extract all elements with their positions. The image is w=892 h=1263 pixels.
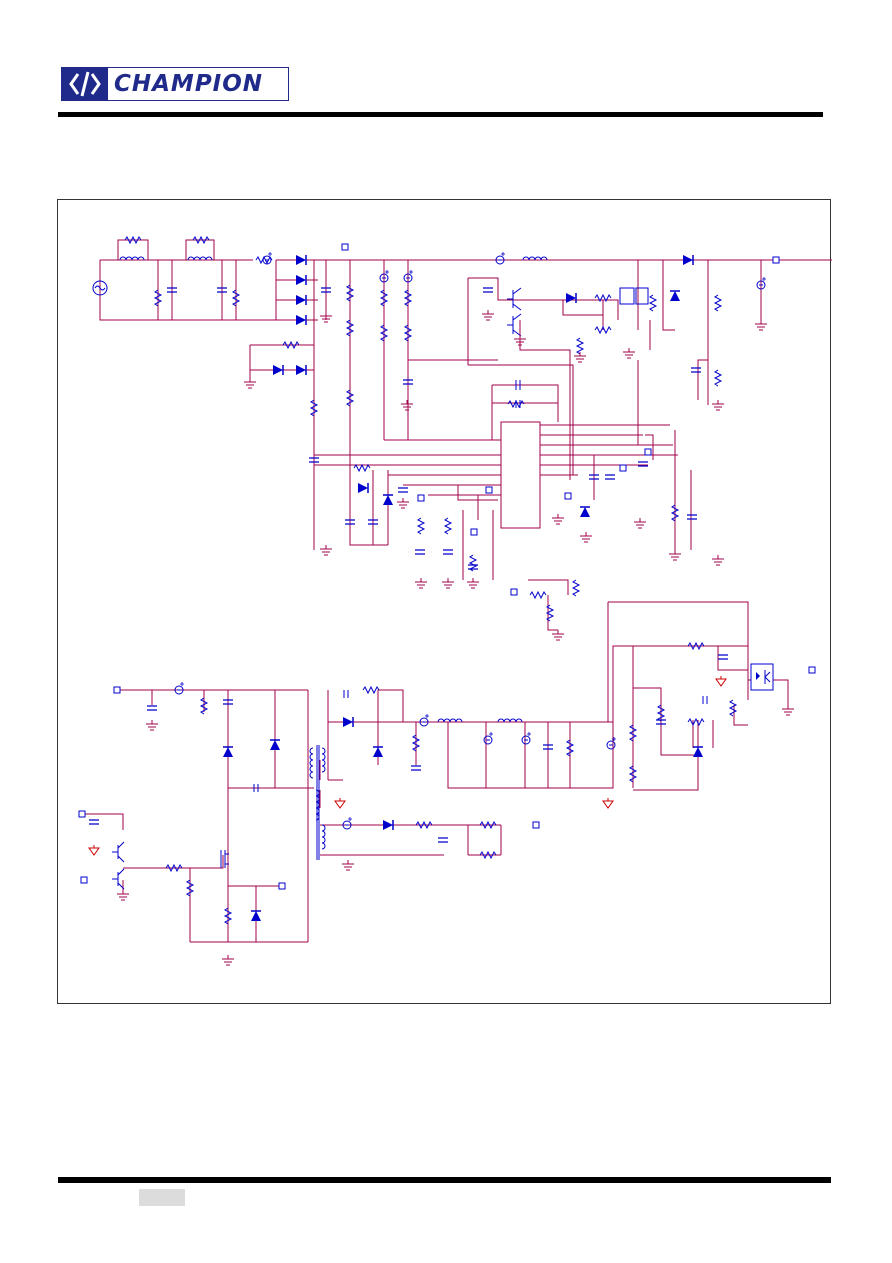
- resistor-icon: [124, 236, 722, 622]
- electrolytic-capacitor-icon: [174, 681, 617, 830]
- wire-network-top: [99, 239, 832, 631]
- transformer-icon: [309, 745, 326, 860]
- transistor-icon: [112, 841, 229, 890]
- ic-chip-icon: [500, 421, 541, 529]
- circuit-schematic: [78, 236, 832, 966]
- header-divider: [58, 112, 823, 117]
- capacitor-icon: [166, 287, 702, 570]
- electrolytic-capacitor-icon: [262, 251, 767, 290]
- capacitor-icon: [88, 654, 729, 843]
- connector-icon: [78, 666, 816, 890]
- logo-wordmark: CHAMPION: [114, 71, 264, 97]
- diode-icon: [222, 716, 704, 922]
- footer-divider: [58, 1177, 831, 1183]
- resistor-icon: [165, 642, 737, 925]
- wire-network-bottom: [84, 601, 789, 943]
- ac-source-icon: [92, 280, 108, 296]
- company-logo: CHAMPION: [61, 67, 289, 101]
- transistor-icon: [507, 287, 649, 337]
- diode-icon: [272, 254, 694, 518]
- logo-mark-icon: [62, 68, 108, 100]
- page-number-tab: [139, 1189, 185, 1206]
- optocoupler-icon: [750, 663, 774, 691]
- schematic-diagram: [57, 199, 832, 1004]
